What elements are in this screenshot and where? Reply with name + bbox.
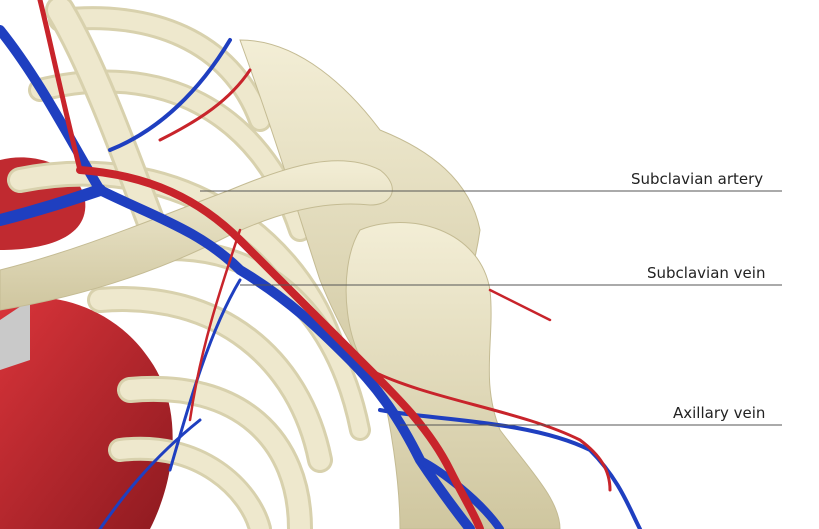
- arteries: [37, 0, 612, 529]
- label-subclavian-artery: Subclavian artery: [631, 170, 764, 188]
- label-subclavian-vein: Subclavian vein: [647, 264, 766, 282]
- label-axillary-vein: Axillary vein: [673, 404, 766, 422]
- veins: [0, 25, 642, 529]
